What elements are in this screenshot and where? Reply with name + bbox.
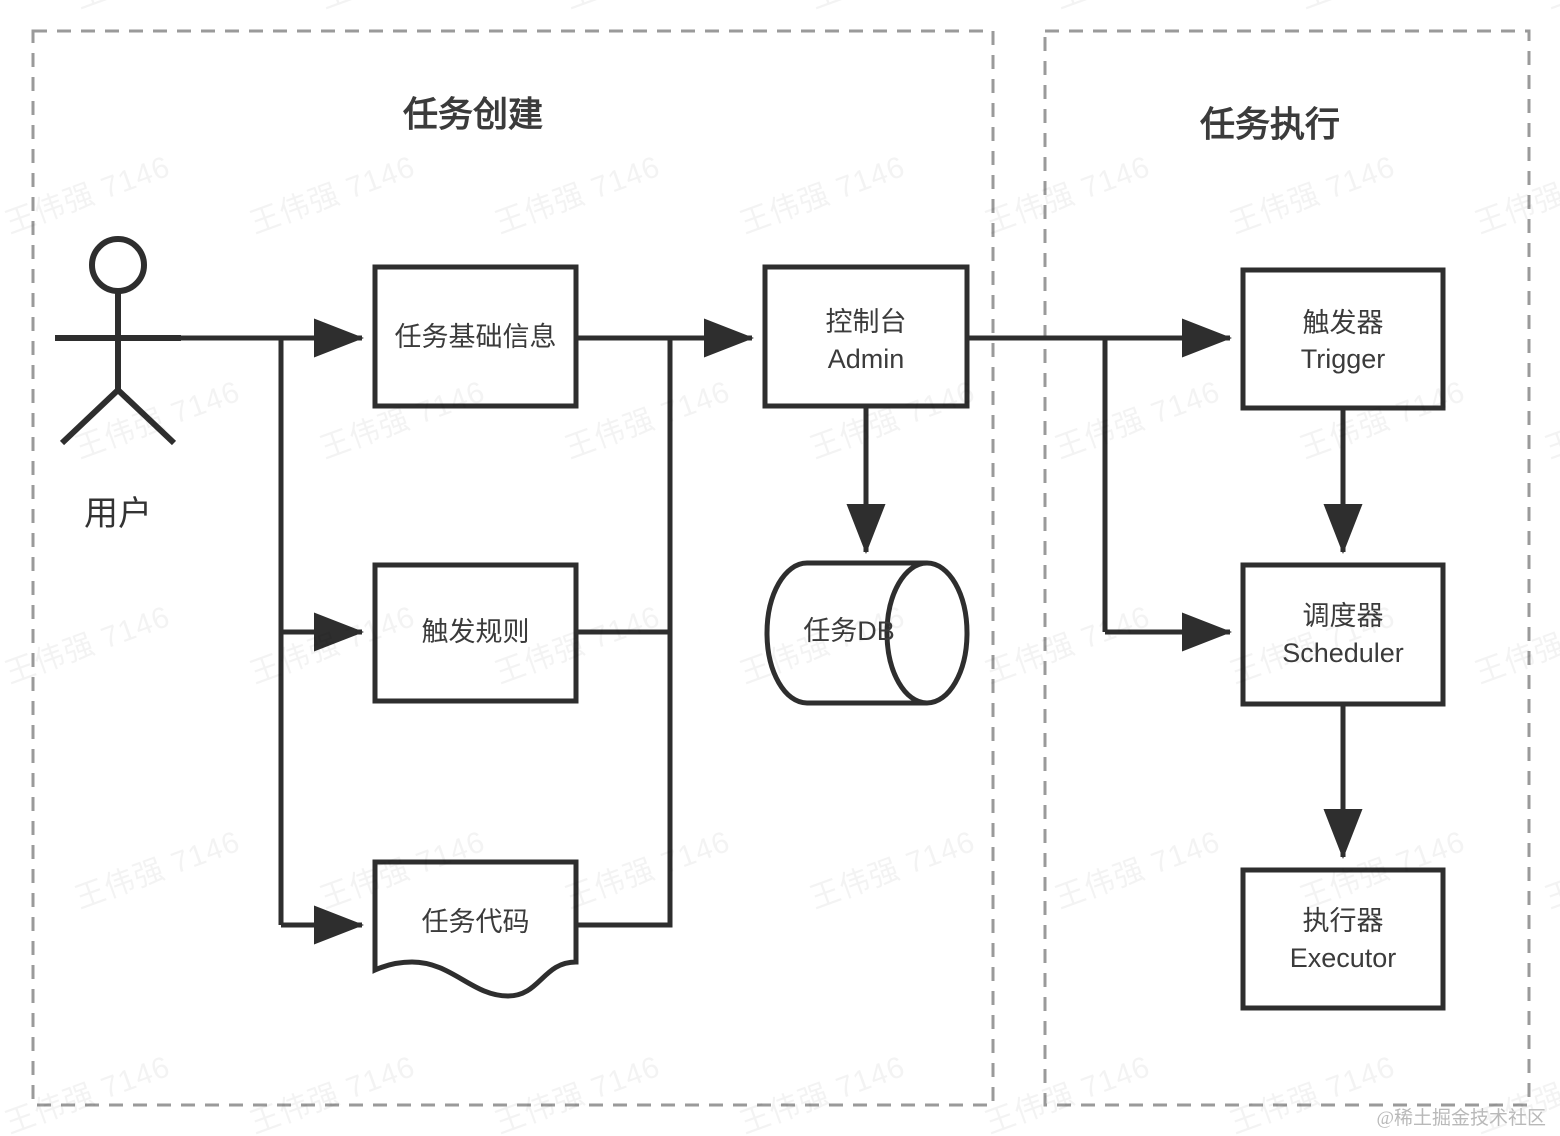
- node-trigger-label-en: Trigger: [1301, 344, 1386, 374]
- node-scheduler-label-en: Scheduler: [1282, 638, 1404, 668]
- actor-head-icon: [89, 236, 147, 294]
- node-task-db-cap: [884, 560, 928, 706]
- node-task-db-label: 任务DB: [803, 616, 895, 646]
- node-task-code[interactable]: 任务代码: [372, 859, 579, 999]
- node-executor-box[interactable]: [1240, 867, 1446, 1011]
- node-task-code-label: 任务代码: [422, 907, 530, 937]
- node-scheduler[interactable]: 调度器 Scheduler: [1240, 562, 1446, 707]
- node-task-code-shape[interactable]: [372, 859, 579, 999]
- edge-task-code-to-merge: [576, 338, 673, 928]
- node-trigger-rule-label: 触发规则: [422, 617, 530, 647]
- node-executor[interactable]: 执行器 Executor: [1240, 867, 1446, 1011]
- actor-user: 用户: [55, 236, 181, 533]
- node-trigger[interactable]: 触发器 Trigger: [1240, 267, 1446, 411]
- node-console-admin-label-en: Admin: [828, 344, 905, 374]
- node-trigger-label-cn: 触发器: [1303, 308, 1384, 338]
- node-task-basic-info-label: 任务基础信息: [395, 322, 557, 352]
- edge-user-trunk: [55, 335, 284, 925]
- actor-leg-right-line: [115, 387, 177, 446]
- attribution-label: @稀土掘金技术社区: [1376, 1108, 1547, 1129]
- node-console-admin-box[interactable]: [762, 264, 970, 409]
- group-title-task-execution: 任务执行: [1200, 105, 1340, 144]
- container-task-execution: [1043, 29, 1531, 1107]
- node-task-db[interactable]: 任务DB: [764, 560, 970, 706]
- node-task-basic-info[interactable]: 任务基础信息: [372, 264, 579, 409]
- node-scheduler-box[interactable]: [1240, 562, 1446, 707]
- node-trigger-box[interactable]: [1240, 267, 1446, 411]
- node-console-admin-label-cn: 控制台: [826, 307, 907, 337]
- group-title-task-creation: 任务创建: [403, 95, 543, 134]
- actor-leg-left-line: [59, 387, 121, 446]
- node-executor-label-en: Executor: [1290, 943, 1397, 973]
- node-trigger-rule-box[interactable]: [372, 562, 579, 704]
- node-scheduler-label-cn: 调度器: [1303, 601, 1384, 631]
- node-trigger-rule[interactable]: 触发规则: [372, 562, 579, 704]
- edge-admin-to-execution-trunk: [967, 335, 1108, 632]
- node-console-admin[interactable]: 控制台 Admin: [762, 264, 970, 409]
- node-task-basic-info-box[interactable]: [372, 264, 579, 409]
- node-executor-label-cn: 执行器: [1303, 906, 1384, 936]
- actor-user-label: 用户: [84, 495, 152, 533]
- container-task-creation: [31, 29, 995, 1107]
